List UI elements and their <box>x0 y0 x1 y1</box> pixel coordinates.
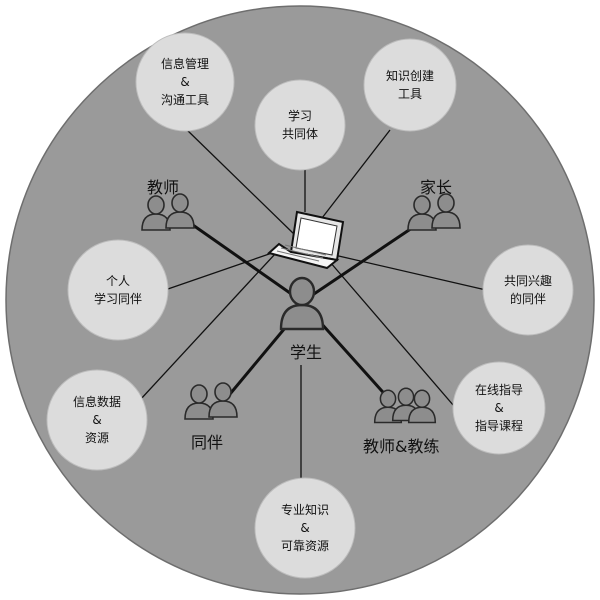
line-parent-student <box>304 226 413 302</box>
sat-info-mgmt-circle <box>135 32 235 132</box>
sat-info-mgmt: 信息管理 & 沟通工具 <box>135 32 235 132</box>
role-label-teacher: 教师 <box>147 178 179 197</box>
sat-info-data-circle <box>46 369 148 471</box>
sat-shared-interest-circle <box>482 244 574 336</box>
role-label-student: 学生 <box>290 343 322 362</box>
sat-info-data-line: & <box>92 413 101 427</box>
line-peer-student <box>223 321 292 401</box>
sat-online-guidance-line: 在线指导 <box>475 382 523 397</box>
laptop-icon <box>266 210 345 270</box>
line-shared-interest <box>329 253 487 291</box>
person-icon <box>431 193 461 229</box>
person-icon <box>407 389 437 424</box>
sat-knowledge-tools-line: 工具 <box>398 87 422 101</box>
sat-info-mgmt-line: 信息管理 <box>161 56 209 71</box>
sat-expert-knowledge-line: 专业知识 <box>281 502 329 517</box>
student-person-icon <box>279 276 325 331</box>
sat-info-data-line: 资源 <box>85 431 109 445</box>
peer-people-icon <box>184 382 238 420</box>
sat-shared-interest-line: 共同兴趣 <box>504 273 552 288</box>
sat-info-data: 信息数据 & 资源 <box>46 369 148 471</box>
sat-info-mgmt-line: & <box>180 75 189 89</box>
person-icon <box>141 195 171 231</box>
line-teacher-student <box>189 221 301 302</box>
person-icon <box>407 195 437 231</box>
connection-lines <box>139 127 487 478</box>
sat-online-guidance-circle <box>452 361 546 455</box>
sat-info-data-line: 信息数据 <box>73 394 121 409</box>
sat-expert-knowledge-circle <box>254 477 356 579</box>
role-label-parent: 家长 <box>420 178 452 197</box>
sat-info-mgmt-line: 沟通工具 <box>161 93 209 107</box>
sat-expert-knowledge-line: & <box>300 521 309 535</box>
sat-personal-peer-line: 个人 <box>106 274 130 288</box>
person-icon <box>165 193 195 229</box>
sat-study-community-line: 学习 <box>288 108 312 123</box>
line-personal-peer <box>164 252 273 291</box>
sat-personal-peer-circle <box>67 239 169 341</box>
role-label-coach: 教师&教练 <box>363 437 439 456</box>
line-info-mgmt <box>184 127 297 237</box>
sat-knowledge-tools-circle <box>363 38 457 132</box>
teacher-people-icon <box>141 193 195 231</box>
person-icon <box>184 384 214 420</box>
sat-study-community-circle <box>254 79 346 171</box>
sat-online-guidance: 在线指导 & 指导课程 <box>452 361 546 455</box>
line-knowledge-tools <box>321 129 391 219</box>
sat-expert-knowledge-line: 可靠资源 <box>281 539 329 553</box>
sat-study-community-line: 共同体 <box>282 127 318 141</box>
coach-people-icon <box>373 387 437 424</box>
sat-personal-peer-line: 学习同伴 <box>94 291 142 306</box>
sat-expert-knowledge: 专业知识 & 可靠资源 <box>254 477 356 579</box>
sat-knowledge-tools-line: 知识创建 <box>386 69 434 83</box>
line-info-data <box>139 253 276 401</box>
line-coach-student <box>318 320 392 402</box>
person-icon <box>208 382 238 418</box>
role-label-peer: 同伴 <box>191 433 223 452</box>
parent-people-icon <box>407 193 461 231</box>
sat-shared-interest-line: 的同伴 <box>510 291 546 306</box>
line-online-guidance <box>329 261 467 421</box>
satellite-nodes: 信息管理&沟通工具学习共同体知识创建工具个人学习同伴共同兴趣的同伴信息数据&资源… <box>46 32 574 579</box>
person-icon <box>279 276 325 331</box>
sat-online-guidance-line: 指导课程 <box>475 418 523 433</box>
sat-online-guidance-line: & <box>494 401 503 415</box>
